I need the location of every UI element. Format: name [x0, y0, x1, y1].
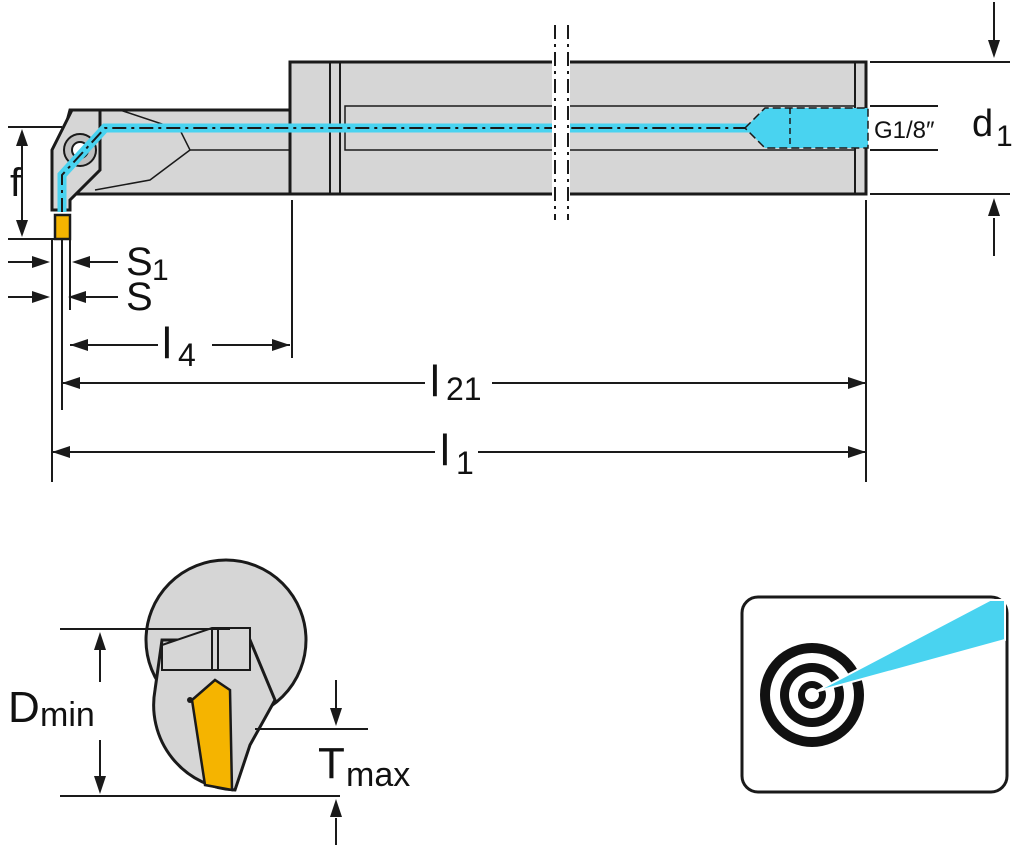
tmax-sub: max — [346, 756, 410, 794]
dmin-label: D — [8, 683, 40, 732]
end-view-dimensions — [60, 628, 368, 845]
d1-sub: 1 — [996, 120, 1013, 153]
l21-label: l — [430, 357, 440, 406]
s1-label: S — [126, 240, 153, 284]
f-label: f — [10, 161, 22, 205]
cutting-insert — [53, 213, 72, 241]
dimensions — [8, 2, 1010, 482]
dmin-sub: min — [40, 696, 95, 734]
tmax-label: T — [318, 739, 345, 788]
bore-end-view — [144, 558, 308, 792]
l1-sub: 1 — [456, 445, 474, 481]
l21-sub: 21 — [446, 371, 482, 407]
s1-sub: 1 — [152, 254, 169, 287]
insert-end-view — [190, 678, 234, 792]
boring-bar-side-view — [50, 22, 869, 241]
l4-sub: 4 — [178, 337, 196, 373]
coolant-through-icon — [740, 595, 1009, 794]
l4-label: l — [162, 319, 172, 368]
coolant-inlet — [743, 107, 869, 149]
d1-label: d — [972, 103, 993, 145]
thread-label: G1/8″ — [874, 117, 935, 144]
coolant-channel — [57, 123, 760, 212]
s-label: S — [126, 275, 153, 319]
l1-label: l — [440, 426, 450, 475]
coolant-jet — [814, 599, 1006, 693]
